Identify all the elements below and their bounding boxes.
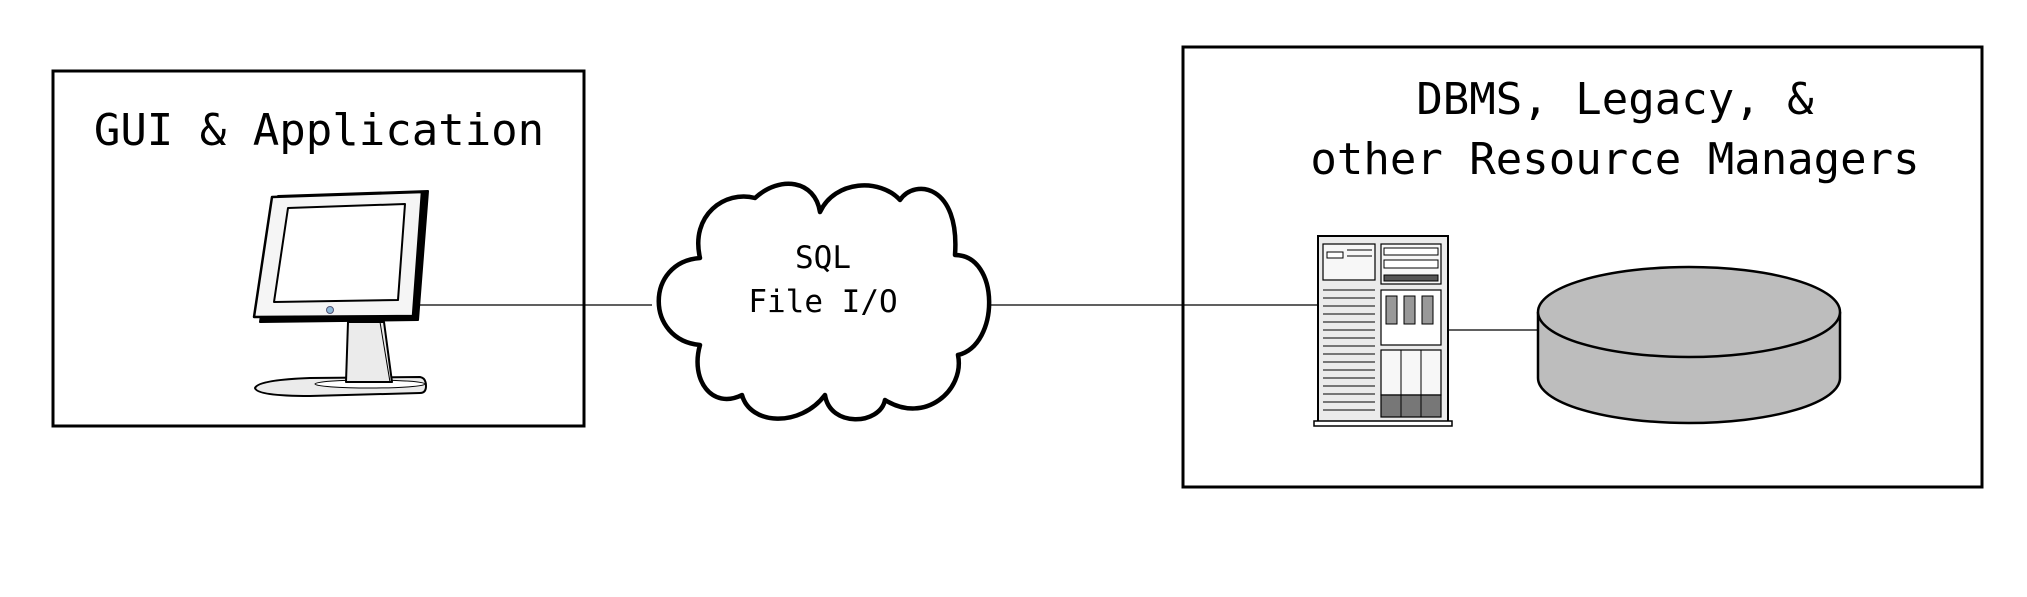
- cloud-label-file-io: File I/O: [748, 284, 897, 320]
- resource-manager-box: [1181, 45, 1984, 489]
- client-box-title: GUI & Application: [94, 105, 544, 156]
- resource-box-title-line2: other Resource Managers: [1310, 134, 1919, 185]
- cloud-label-sql: SQL: [795, 240, 851, 276]
- database-disk-icon: [1536, 265, 1842, 425]
- monitor-icon: [252, 190, 429, 397]
- resource-box-title-line1: DBMS, Legacy, &: [1416, 74, 1814, 125]
- network-cloud-icon: [656, 181, 992, 422]
- server-tower-icon: [1313, 235, 1453, 427]
